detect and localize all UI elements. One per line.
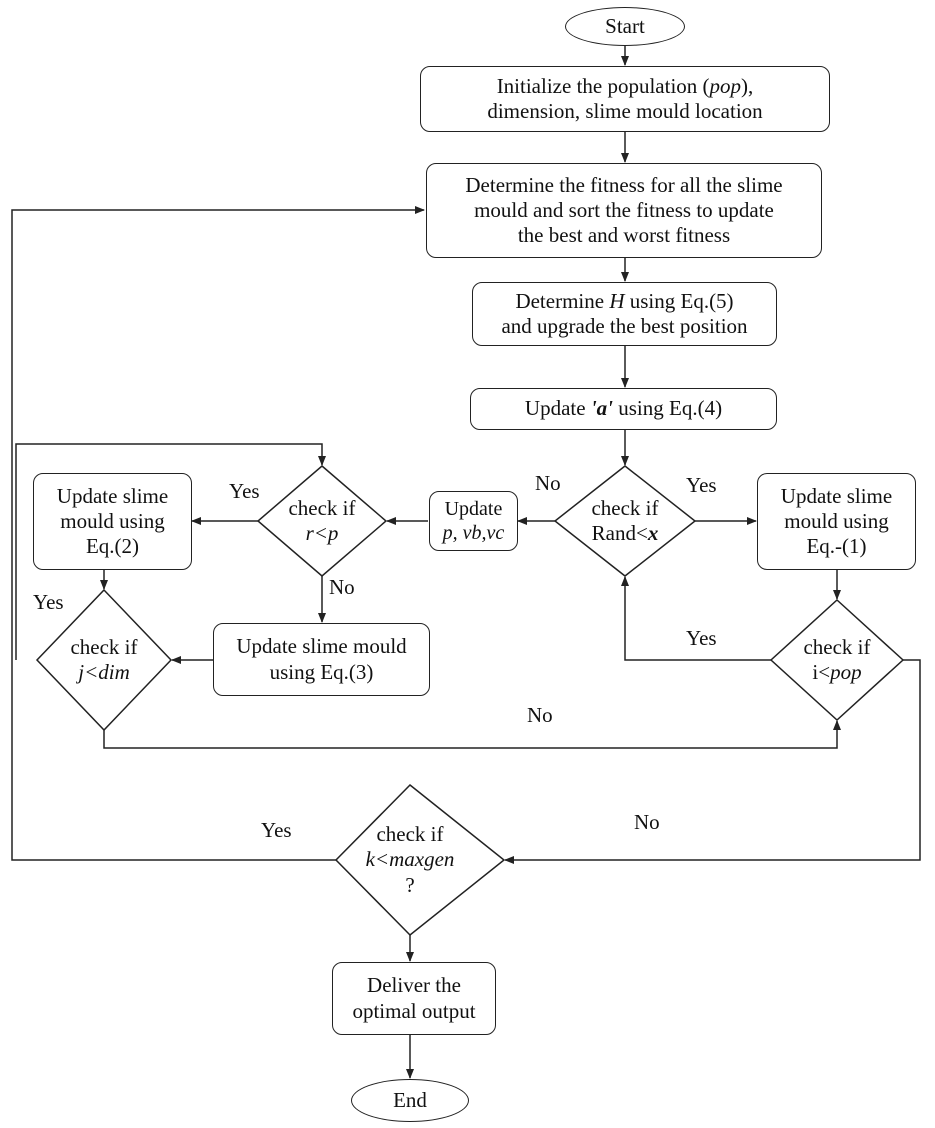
check-rp-text: check if r<p <box>270 496 374 546</box>
eq2-text-1: Update slime <box>56 483 169 508</box>
initialize-process: Initialize the population (pop), dimensi… <box>420 66 830 132</box>
eq2-text-2: mould using <box>60 508 165 533</box>
label-no-i: No <box>634 810 660 834</box>
fitness-process: Determine the fitness for all the slime … <box>426 163 822 258</box>
arrow-j-yes-loop <box>15 443 326 660</box>
fitness-text-1: Determine the fitness for all the slime <box>465 172 783 197</box>
end-terminal: End <box>351 1079 469 1122</box>
update-a-text-1: Update <box>524 396 591 421</box>
update-eq1-process: Update slime mould using Eq.-(1) <box>757 473 916 570</box>
arrow-i-yes-loop <box>621 576 771 661</box>
init-text-2: ), <box>741 73 754 98</box>
check-j-line1: check if <box>70 634 138 659</box>
check-rand-text: check if Rand<x <box>565 496 685 546</box>
h-text-2: using Eq.(5) <box>624 288 734 313</box>
check-i-line2: i< <box>812 660 831 684</box>
start-terminal: Start <box>565 7 685 46</box>
eq2-text-3: Eq.(2) <box>85 534 140 559</box>
label-no-j: No <box>527 703 553 727</box>
check-k-text: check if k<maxgen ? <box>350 820 470 900</box>
label-yes-i: Yes <box>686 626 717 650</box>
label-no-rp: No <box>329 575 355 599</box>
deliver-output-process: Deliver the optimal output <box>332 962 496 1035</box>
h-var: H <box>609 288 625 313</box>
eq3-text-2: using Eq.(3) <box>269 659 374 684</box>
update-a-text-2: using Eq.(4) <box>613 396 723 421</box>
eq3-text-1: Update slime mould <box>236 634 407 659</box>
check-rand-line2: Rand< <box>591 521 648 545</box>
init-text-1: Initialize the population ( <box>496 73 710 98</box>
check-j-text: check if j<dim <box>49 635 159 685</box>
label-yes-k: Yes <box>261 818 292 842</box>
update-p-process: Update p, vb,vc <box>429 491 518 551</box>
eq1-text-3: Eq.-(1) <box>806 534 867 559</box>
check-i-text: check if i<pop <box>782 635 892 685</box>
check-k-line1: check if <box>376 822 444 847</box>
check-i-line1: check if <box>803 634 871 659</box>
check-rp-line1: check if <box>288 495 356 520</box>
start-label: Start <box>605 13 645 38</box>
arrow-k-yes-loop <box>11 206 425 861</box>
arrow-j-no <box>103 720 841 749</box>
update-eq2-process: Update slime mould using Eq.(2) <box>33 473 192 570</box>
init-var: pop <box>709 73 742 98</box>
check-k-line2: k<maxgen <box>365 847 455 872</box>
fitness-text-3: the best and worst fitness <box>517 223 731 248</box>
check-j-line2: j<dim <box>78 660 130 684</box>
deliver-text-1: Deliver the <box>367 973 461 998</box>
check-k-line3: ? <box>405 872 415 897</box>
arrow-i-no <box>504 659 921 864</box>
end-label: End <box>393 1087 427 1112</box>
update-a-process: Update 'a' using Eq.(4) <box>470 388 777 430</box>
label-yes-rp: Yes <box>229 479 260 503</box>
check-rand-line1: check if <box>591 495 659 520</box>
label-yes-rand: Yes <box>686 473 717 497</box>
check-i-var: pop <box>830 660 862 684</box>
check-rand-var: x <box>647 521 659 545</box>
update-p-text-1: Update <box>444 498 503 520</box>
determine-h-process: Determine H using Eq.(5) and upgrade the… <box>472 282 777 346</box>
h-text-3: and upgrade the best position <box>501 314 748 338</box>
h-text-1: Determine <box>515 288 610 313</box>
fitness-text-2: mould and sort the fitness to update <box>474 197 774 222</box>
eq1-text-1: Update slime <box>780 483 893 508</box>
check-rp-line2: r<p <box>305 521 339 545</box>
update-a-var: 'a' <box>590 396 613 421</box>
update-p-text-2: p, vb,vc <box>442 522 505 544</box>
update-eq3-process: Update slime mould using Eq.(3) <box>213 623 430 696</box>
label-yes-j: Yes <box>33 590 64 614</box>
deliver-text-2: optimal output <box>352 998 476 1023</box>
init-text-3: dimension, slime mould location <box>487 99 763 123</box>
label-no-rand: No <box>535 471 561 495</box>
eq1-text-2: mould using <box>784 508 889 533</box>
